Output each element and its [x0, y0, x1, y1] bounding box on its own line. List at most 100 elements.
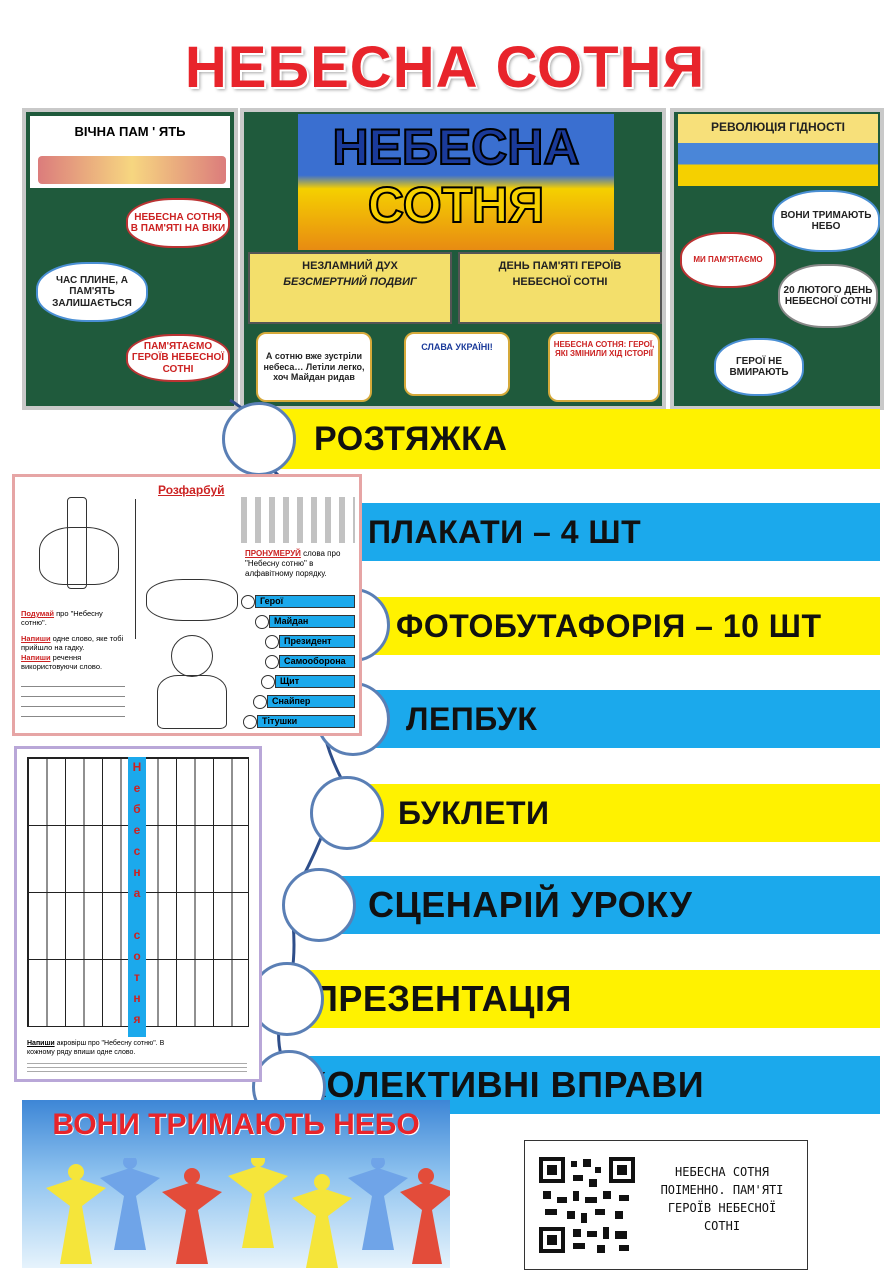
- caption-bold: Напиши: [27, 1040, 55, 1047]
- left-bubble-2: ЧАС ПЛИНЕ, А ПАМ'ЯТЬ ЗАЛИШАЄТЬСЯ: [36, 262, 148, 322]
- word-box: Президент: [279, 635, 355, 648]
- worksheet-coloring: Розфарбуй ПРОНУМЕРУЙ слова про "Небесну …: [12, 474, 362, 736]
- right-header-text: РЕВОЛЮЦІЯ ГІДНОСТІ: [711, 120, 845, 134]
- prompt-3-text: речення використовуючи слово.: [21, 652, 103, 671]
- angel-shape: [46, 1164, 106, 1264]
- board-left-panel: ВІЧНА ПАМ ' ЯТЬ НЕБЕСНА СОТНЯ В ПАМ'ЯТІ …: [22, 108, 238, 410]
- word-box: Майдан: [269, 615, 355, 628]
- center-title-line1: НЕБЕСНА: [331, 118, 580, 176]
- fine-print: [27, 1063, 247, 1075]
- banner-left: НЕЗЛАМНИЙ ДУХ БЕЗСМЕРТНИЙ ПОДВИГ: [248, 252, 452, 324]
- caption-text: акровірш про "Небесну сотню". В кожному …: [27, 1040, 165, 1057]
- acrostic-letter: а: [133, 886, 141, 900]
- word-circle: [261, 675, 275, 689]
- right-bubble-4: ГЕРОЇ НЕ ВМИРАЮТЬ: [714, 338, 804, 396]
- left-header-text: ВІЧНА ПАМ ' ЯТЬ: [74, 124, 186, 139]
- word-circle: [265, 635, 279, 649]
- qr-code-icon: [539, 1157, 635, 1253]
- acrostic-letter: с: [133, 844, 141, 858]
- list-item: ФОТОБУТАФОРІЯ – 10 ШТ: [350, 597, 880, 655]
- acrostic-letter: б: [133, 802, 141, 816]
- prompt-2-text: одне слово, яке тобі прийшло на гадку.: [21, 633, 124, 653]
- prompt-1-text: про "Небесну сотню".: [21, 609, 103, 628]
- people-drawing: [241, 497, 355, 543]
- acrostic-letter: [135, 904, 138, 925]
- acrostic-letter: о: [133, 949, 141, 963]
- acrostic-letter: е: [133, 823, 141, 837]
- center-title-block: НЕБЕСНА СОТНЯ: [298, 114, 614, 250]
- sky-banner-title: ВОНИ ТРИМАЮТЬ НЕБО: [52, 1108, 420, 1141]
- girl-drawing: [141, 635, 241, 731]
- acrostic-letter: Н: [132, 760, 142, 774]
- item-label: РОЗТЯЖКА: [314, 419, 508, 458]
- angel-shape: [228, 1158, 288, 1248]
- worksheet1-prompts: Подумай про "Небесну сотню". Напиши одне…: [21, 609, 125, 726]
- angel-shape: [162, 1168, 222, 1264]
- center-title-line2: СОТНЯ: [367, 176, 545, 234]
- acrostic-letter: с: [133, 928, 141, 942]
- list-item: СЦЕНАРІЙ УРОКУ: [330, 876, 880, 934]
- board-center-panel: НЕБЕСНА СОТНЯ НЕЗЛАМНИЙ ДУХ БЕЗСМЕРТНИЙ …: [240, 108, 666, 410]
- right-header: РЕВОЛЮЦІЯ ГІДНОСТІ: [678, 114, 878, 186]
- candle-drawing: [35, 497, 121, 597]
- right-bubble-3: 20 ЛЮТОГО ДЕНЬ НЕБЕСНОЇ СОТНІ: [778, 264, 878, 328]
- word-circle: [265, 655, 279, 669]
- maidan-drawing: [135, 499, 242, 639]
- prompt-2: Напиши одне слово, яке тобі прийшло на г…: [21, 634, 125, 653]
- word-box: Тітушки: [257, 715, 355, 728]
- board-right-panel: РЕВОЛЮЦІЯ ГІДНОСТІ ВОНИ ТРИМАЮТЬ НЕБО МИ…: [670, 108, 884, 410]
- word-box: Самооборона: [279, 655, 355, 668]
- acrostic-column: Н е б е с н а с о т н я: [128, 757, 146, 1037]
- numbering-text: слова про "Небесну сотню" в алфавітному …: [245, 549, 341, 578]
- card-2: СЛАВА УКРАЇНІ!: [404, 332, 510, 396]
- acrostic-letter: н: [133, 991, 141, 1005]
- prompt-1-bold: Подумай: [21, 609, 55, 618]
- card-1: А сотню вже зустріли небеса… Летіли легк…: [256, 332, 372, 402]
- word-circle: [253, 695, 267, 709]
- word-circle: [255, 615, 269, 629]
- acrostic-letter: н: [133, 865, 141, 879]
- word-box: Щит: [275, 675, 355, 688]
- sky-banner: ВОНИ ТРИМАЮТЬ НЕБО: [22, 1100, 450, 1268]
- acrostic-caption: Напиши акровірш про "Небесну сотню". В к…: [27, 1039, 177, 1057]
- word-box: Снайпер: [267, 695, 355, 708]
- row-circle: [282, 868, 356, 942]
- worksheet-acrostic: Н е б е с н а с о т н я Напиши акровірш …: [14, 746, 262, 1082]
- item-label: СЦЕНАРІЙ УРОКУ: [368, 884, 693, 925]
- item-label: ФОТОБУТАФОРІЯ – 10 ШТ: [396, 607, 822, 644]
- right-bubble-1: ВОНИ ТРИМАЮТЬ НЕБО: [772, 190, 880, 252]
- row-circle: [222, 402, 296, 476]
- item-label: ПРЕЗЕНТАЦІЯ: [312, 978, 572, 1019]
- list-item: БУКЛЕТИ: [350, 784, 880, 842]
- writing-lines: [21, 677, 125, 726]
- item-label: БУКЛЕТИ: [398, 794, 550, 831]
- worksheet1-heading: Розфарбуй: [158, 483, 225, 497]
- worksheet1-numbering: ПРОНУМЕРУЙ слова про "Небесну сотню" в а…: [245, 549, 360, 579]
- left-bubble-3: ПАМ'ЯТАЄМО ГЕРОЇВ НЕБЕСНОЇ СОТНІ: [126, 334, 230, 382]
- candles-image: [38, 156, 226, 184]
- right-bubble-2: МИ ПАМ'ЯТАЄМО: [680, 232, 776, 288]
- page-title: НЕБЕСНА СОТНЯ: [184, 35, 706, 100]
- row-circle: [310, 776, 384, 850]
- item-label: ЛЕПБУК: [406, 700, 538, 737]
- angel-shape: [100, 1158, 160, 1250]
- banner-left-line2: БЕЗСМЕРТНИЙ ПОДВИГ: [283, 276, 417, 288]
- acrostic-letter: т: [134, 970, 140, 984]
- list-item: ПРЕЗЕНТАЦІЯ: [290, 970, 880, 1028]
- word-box: Герої: [255, 595, 355, 608]
- item-label: КОЛЕКТИВНІ ВПРАВИ: [304, 1064, 705, 1105]
- word-circle: [241, 595, 255, 609]
- banner-right: ДЕНЬ ПАМ'ЯТІ ГЕРОЇВ НЕБЕСНОЇ СОТНІ: [458, 252, 662, 324]
- numbering-bold: ПРОНУМЕРУЙ: [245, 549, 301, 558]
- banner-left-line1: НЕЗЛАМНИЙ ДУХ: [302, 260, 398, 272]
- qr-card: НЕБЕСНА СОТНЯ ПОІМЕННО. ПАМ'ЯТІ ГЕРОЇВ Н…: [524, 1140, 808, 1270]
- left-bubble-1: НЕБЕСНА СОТНЯ В ПАМ'ЯТІ НА ВІКИ: [126, 198, 230, 248]
- prompt-3: Напиши речення використовуючи слово.: [21, 653, 125, 672]
- acrostic-letter: я: [133, 1012, 141, 1026]
- word-circle: [243, 715, 257, 729]
- banner-right-line2: НЕБЕСНОЇ СОТНІ: [512, 276, 608, 288]
- angel-shape: [400, 1168, 450, 1264]
- prompt-2-bold: Напиши: [21, 633, 51, 643]
- prompt-1: Подумай про "Небесну сотню".: [21, 609, 125, 628]
- angels-image: [46, 1158, 450, 1268]
